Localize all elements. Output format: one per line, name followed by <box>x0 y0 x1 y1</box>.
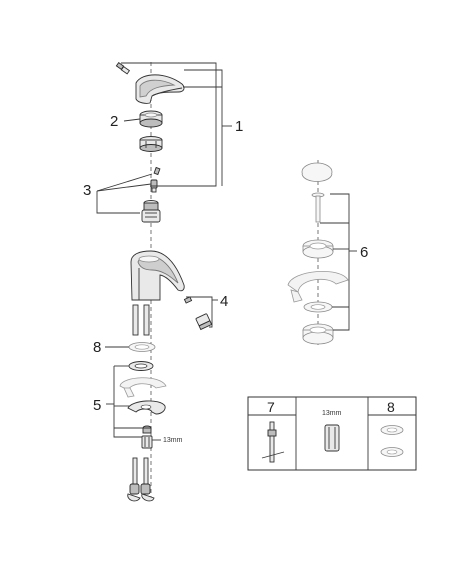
horseshoe-washer <box>127 400 166 415</box>
supply-hoses <box>127 457 155 502</box>
mounting-gasket <box>128 342 156 352</box>
cartridge-nut <box>139 136 163 152</box>
cap-ring <box>139 110 163 128</box>
mounting-nut <box>141 435 153 449</box>
callout-2: 2 <box>110 113 118 130</box>
callout-3: 3 <box>83 182 91 199</box>
callout-1: 1 <box>235 118 243 135</box>
toolbox-table <box>247 396 417 471</box>
waste-flange <box>302 239 334 259</box>
toolbox-number-7: 7 <box>267 399 275 415</box>
aerator-parts <box>183 296 213 331</box>
plug-spindle <box>311 192 325 223</box>
plug-cap <box>301 162 333 182</box>
main-leaders <box>96 62 232 441</box>
waste-horseshoe-ghost <box>287 270 349 303</box>
toolbox-label-13mm: 13mm <box>322 410 342 417</box>
lever-handle <box>135 74 185 104</box>
popup-waste-assembly <box>287 160 357 345</box>
waste-body <box>302 323 334 345</box>
nut-size-label: 13mm <box>163 437 183 444</box>
toolbox-number-8: 8 <box>387 399 395 415</box>
faucet-body <box>130 250 185 336</box>
toolbox-socket <box>324 424 340 452</box>
callout-4: 4 <box>220 293 228 310</box>
waste-washer <box>303 301 333 313</box>
callout-8-main: 8 <box>93 339 101 356</box>
callout-6: 6 <box>360 244 368 261</box>
faucet-assembly <box>115 62 213 502</box>
set-screws <box>150 166 161 193</box>
horseshoe-ghost <box>119 377 167 398</box>
toolbox-rings-8 <box>380 425 404 457</box>
washer <box>128 361 154 371</box>
cartridge <box>141 200 161 223</box>
callout-5: 5 <box>93 397 101 414</box>
top-screw <box>115 62 131 75</box>
toolbox-tool-7 <box>261 421 285 463</box>
small-spacer <box>142 425 152 434</box>
